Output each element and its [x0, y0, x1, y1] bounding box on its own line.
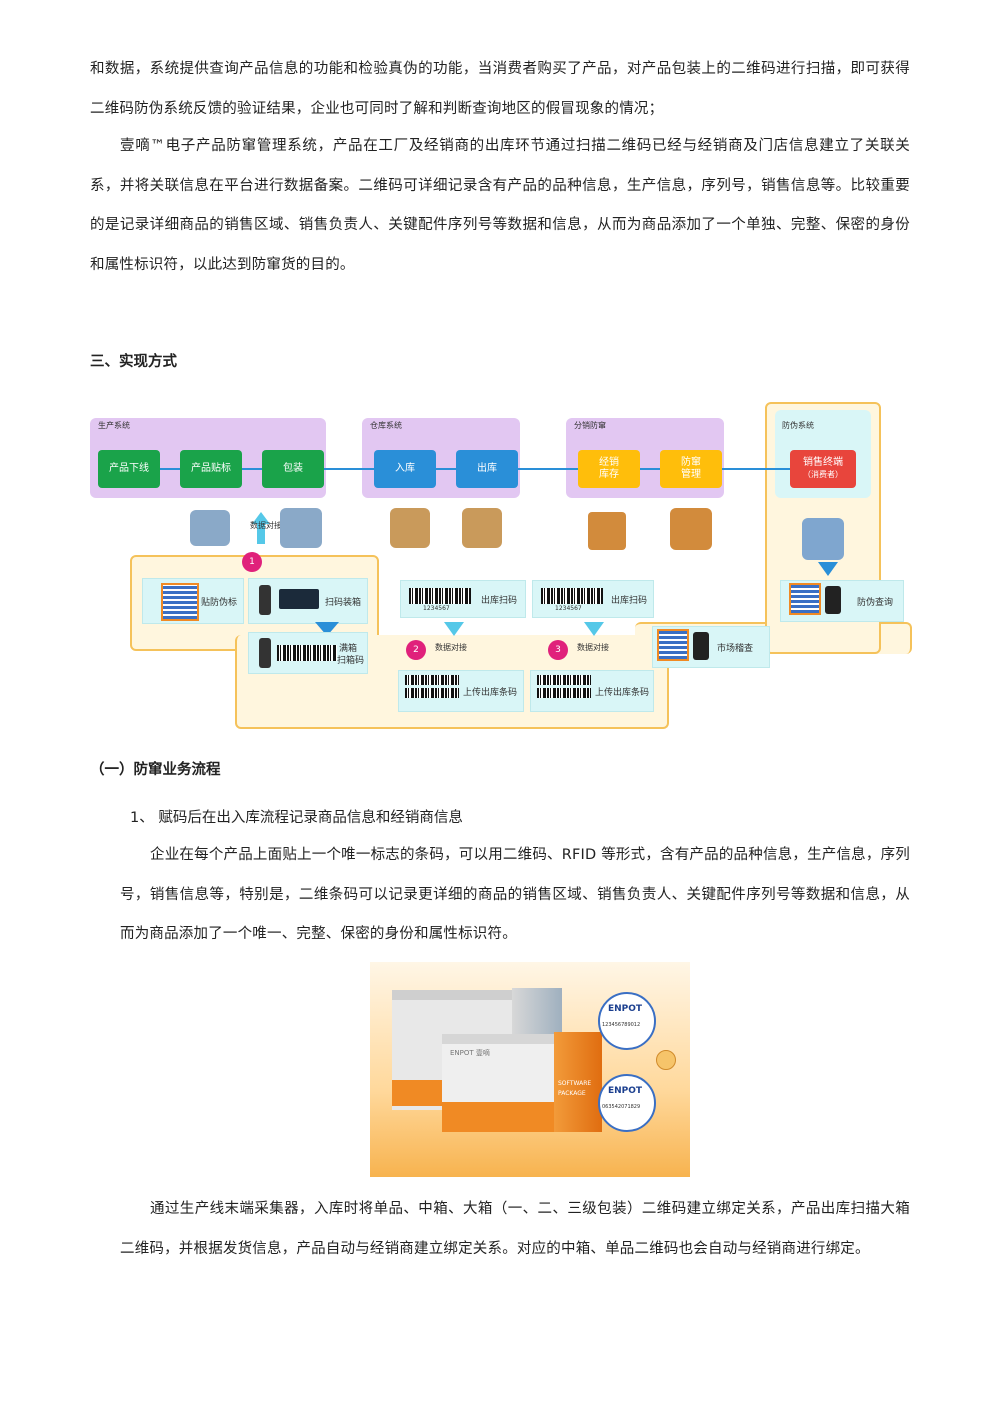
step-product-offline: 产品下线: [98, 450, 160, 488]
scanner-icon-2: [259, 638, 271, 668]
process-diagram: 生产系统 仓库系统 分销防窜 防伪系统 产品下线 产品贴标 包装 入库 出库 经…: [90, 400, 912, 735]
paragraph-unique-code: 企业在每个产品上面贴上一个唯一标志的条码，可以用二维码、RFID 等形式，含有产…: [120, 847, 910, 942]
barcode-outbound-1: [409, 588, 471, 604]
card-upload-outbound-2: 上传出库条码: [530, 670, 654, 712]
step-sales-terminal: 销售终端 （消费者）: [790, 450, 856, 488]
label-anticounterfeit: 贴防伪标: [201, 598, 238, 608]
step-anti-diversion-line2: 管理: [681, 469, 701, 480]
box-brand-label: ENPOT 壹嘀: [450, 1049, 490, 1057]
worker-illustration-4: [462, 508, 502, 548]
small-box-orange-band: [442, 1102, 554, 1132]
card-upload-outbound-1: 上传出库条码: [398, 670, 524, 712]
down-arrow-icon-3: [584, 622, 604, 636]
label-market-check: 市场稽查: [717, 644, 754, 654]
tag-top: ENPOT 123456789012: [598, 992, 656, 1050]
boxes-illustration: [588, 512, 626, 550]
step-sales-terminal-line2: （消费者）: [803, 470, 843, 479]
barcode-number-2: 1234567: [555, 605, 582, 612]
distribution-system-label: 分销防窜: [574, 421, 606, 430]
step-anti-diversion-mgmt: 防窜 管理: [660, 450, 722, 488]
step-product-labeling: 产品贴标: [180, 450, 242, 488]
card-scan-boxing: 扫码装箱: [248, 578, 368, 624]
data-link-label-3: 数据对接: [577, 643, 609, 652]
paragraph-intro-continued: 和数据，系统提供查询产品信息的功能和检验真伪的功能，当消费者购买了产品，对产品包…: [90, 61, 910, 117]
worker-illustration-5: [670, 508, 712, 550]
qr-code-icon: [161, 583, 199, 621]
qr-code-icon-market: [657, 629, 689, 661]
step-dealer-inventory: 经销 库存: [578, 450, 640, 488]
label-outbound-scan-1: 出库扫码: [481, 596, 518, 606]
barcode-outbound-2: [541, 588, 603, 604]
tag-top-code: 123456789012: [602, 1022, 641, 1028]
card-verify-query: 防伪查询: [780, 580, 904, 622]
section-heading-implementation: 三、实现方式: [90, 354, 177, 370]
badge-3: 3: [548, 640, 568, 660]
label-outbound-scan-2: 出库扫码: [611, 596, 648, 606]
label-verify-query: 防伪查询: [857, 598, 894, 608]
label-upload-1: 上传出库条码: [463, 688, 518, 698]
warehouse-system-label: 仓库系统: [370, 421, 402, 430]
phone-icon-market: [693, 632, 709, 660]
label-full-box-line2: 扫箱码: [337, 656, 365, 666]
consumer-cart-illustration: [802, 518, 844, 560]
counter-display-icon: [279, 589, 319, 609]
binding-icon: [656, 1050, 676, 1070]
list-item-1: 1、 赋码后在出入库流程记录商品信息和经销商信息: [130, 810, 463, 826]
small-box-side: [554, 1032, 602, 1132]
step-dealer-inventory-line1: 经销: [599, 457, 619, 468]
card-outbound-scan-1: 1234567 出库扫码: [400, 580, 526, 618]
step-packaging: 包装: [262, 450, 324, 488]
barcode-number-1: 1234567: [423, 605, 450, 612]
step-sales-terminal-line1: 销售终端: [803, 457, 843, 468]
label-full-box-line1: 满箱: [339, 644, 358, 654]
worker-illustration-3: [390, 508, 430, 548]
up-arrow-shaft: [257, 524, 265, 544]
tag-bottom-brand: ENPOT: [608, 1086, 643, 1096]
barcode-upload-1a: [405, 675, 459, 685]
box-label-software: SOFTWARE: [558, 1080, 592, 1087]
barcode-upload-2a: [537, 675, 591, 685]
anticounterfeit-system-label: 防伪系统: [782, 421, 814, 430]
package-binding-figure: ENPOT 壹嘀 SOFTWARE PACKAGE ENPOT 12345678…: [370, 962, 690, 1177]
scanner-icon: [259, 585, 271, 615]
paragraph-binding: 通过生产线末端采集器，入库时将单品、中箱、大箱（一、二、三级包装）二维码建立绑定…: [120, 1201, 910, 1257]
down-arrow-icon-consumer: [818, 562, 838, 576]
data-link-label-1: 数据对接: [250, 521, 282, 530]
step-outbound: 出库: [456, 450, 518, 488]
label-upload-2: 上传出库条码: [595, 688, 650, 698]
barcode-upload-2b: [537, 688, 591, 698]
worker-illustration-1: [190, 510, 230, 546]
box-label-package: PACKAGE: [558, 1090, 586, 1097]
subsection-heading-anti-diversion: （一）防窜业务流程: [90, 762, 221, 778]
qr-code-icon-verify: [789, 583, 821, 615]
phone-icon-verify: [825, 586, 841, 614]
badge-2: 2: [406, 640, 426, 660]
card-full-box-scan: 满箱 扫箱码: [248, 632, 368, 674]
card-anticounterfeit-label: 贴防伪标: [142, 578, 244, 624]
barcode-full-box: [277, 645, 337, 661]
card-market-check: 市场稽查: [652, 626, 770, 668]
down-arrow-icon-2: [444, 622, 464, 636]
production-system-label: 生产系统: [98, 421, 130, 430]
label-scan-boxing: 扫码装箱: [325, 598, 362, 608]
step-inbound: 入库: [374, 450, 436, 488]
step-dealer-inventory-line2: 库存: [599, 469, 619, 480]
paragraph-anti-diversion-system: 壹嘀™电子产品防窜管理系统，产品在工厂及经销商的出库环节通过扫描二维码已经与经销…: [90, 138, 910, 273]
step-anti-diversion-line1: 防窜: [681, 457, 701, 468]
badge-1: 1: [242, 552, 262, 572]
tag-top-brand: ENPOT: [608, 1004, 643, 1014]
barcode-upload-1b: [405, 688, 459, 698]
up-arrow-icon: [252, 512, 270, 524]
tag-bottom-code: 063542071829: [602, 1104, 641, 1110]
tag-bottom: ENPOT 063542071829: [598, 1074, 656, 1132]
card-outbound-scan-2: 1234567 出库扫码: [532, 580, 654, 618]
data-link-label-2: 数据对接: [435, 643, 467, 652]
worker-illustration-2: [280, 508, 322, 548]
